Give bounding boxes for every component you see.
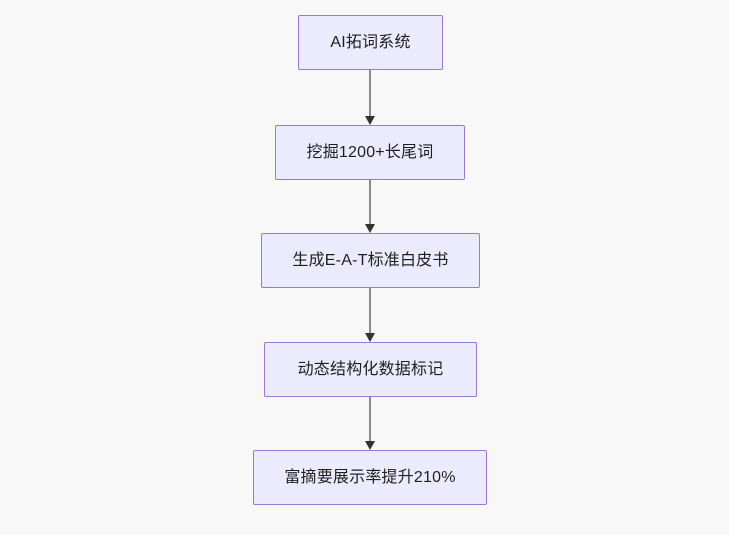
arrow-down-icon [365, 224, 375, 233]
arrow-down-icon [365, 441, 375, 450]
flow-node-label: 富摘要展示率提升210% [284, 468, 456, 486]
edge-line [369, 288, 371, 334]
flow-node-generate-eat-whitepaper[interactable]: 生成E-A-T标准白皮书 [261, 233, 480, 288]
flow-edge-node2-to-node3 [362, 288, 378, 342]
edge-line [369, 397, 371, 442]
flow-edge-node0-to-node1 [362, 70, 378, 125]
arrow-down-icon [365, 333, 375, 342]
arrow-down-icon [365, 116, 375, 125]
flow-node-ai-keyword-system[interactable]: AI拓词系统 [298, 15, 443, 70]
flow-node-label: AI拓词系统 [330, 33, 411, 51]
flow-node-label: 动态结构化数据标记 [297, 360, 444, 378]
edge-line [369, 180, 371, 225]
flow-node-rich-snippet-impression-lift[interactable]: 富摘要展示率提升210% [253, 450, 487, 505]
edge-line [369, 70, 371, 117]
flow-node-dynamic-structured-data-markup[interactable]: 动态结构化数据标记 [264, 342, 477, 397]
flow-node-mine-longtail-keywords[interactable]: 挖掘1200+长尾词 [275, 125, 465, 180]
flow-edge-node3-to-node4 [362, 397, 378, 450]
flow-node-label: 挖掘1200+长尾词 [306, 143, 434, 161]
flow-node-label: 生成E-A-T标准白皮书 [292, 251, 449, 269]
flow-edge-node1-to-node2 [362, 180, 378, 233]
